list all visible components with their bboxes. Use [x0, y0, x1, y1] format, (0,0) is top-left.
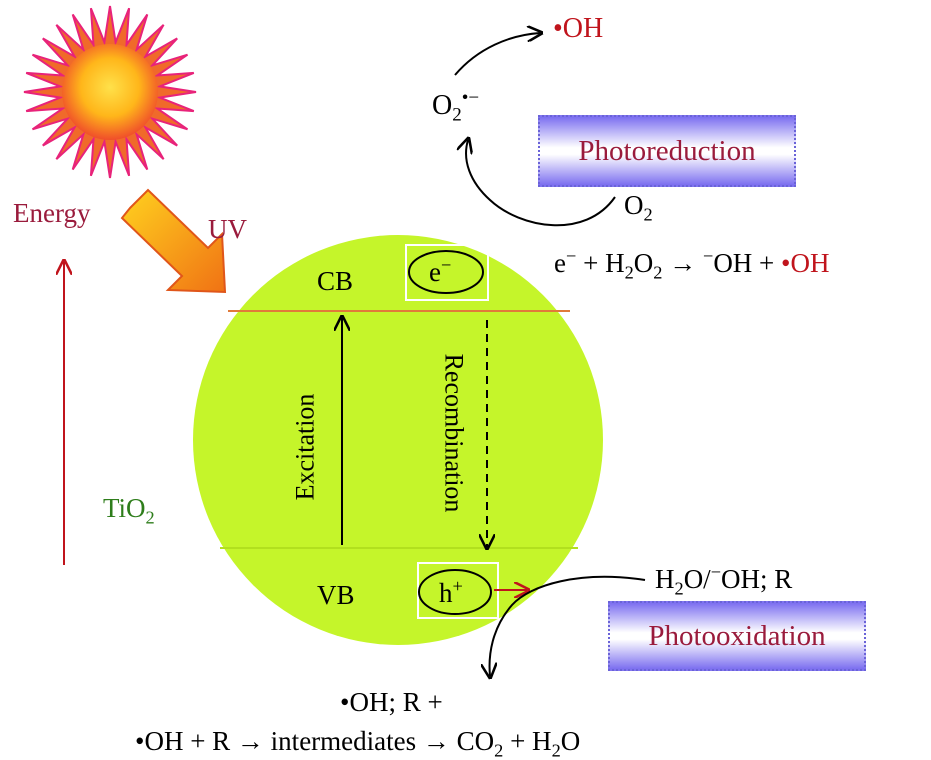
cb-label: CB	[317, 266, 354, 296]
uv-arrow-icon	[120, 188, 227, 294]
superoxide-to-oh-arrow	[454, 33, 540, 76]
hole-label: h+	[439, 576, 463, 608]
water-species-label: H2O/−OH; R	[655, 562, 793, 599]
recombination-label: Recombination	[439, 353, 469, 513]
o2-to-superoxide-arrow	[466, 140, 616, 227]
vb-label: VB	[317, 580, 355, 610]
electron-label: e−	[429, 255, 452, 287]
reduction-equation: e− + H2O2 → −OH + •OH	[554, 246, 830, 283]
oxidation-curved-arrow	[490, 575, 646, 676]
sun-icon	[23, 5, 197, 179]
electron-ellipse	[408, 250, 484, 294]
oxidation-line2: •OH + R → intermediates → CO2 + H2O	[135, 726, 581, 760]
energy-label: Energy	[13, 198, 91, 228]
hole-ellipse	[418, 569, 492, 615]
tio2-particle	[193, 235, 603, 645]
photoreduction-box: Photoreduction	[538, 115, 796, 187]
tio2-label: TiO2	[103, 493, 155, 528]
oxidation-line1: •OH; R +	[340, 687, 443, 717]
uv-label: UV	[208, 214, 247, 244]
photooxidation-box: Photooxidation	[608, 601, 866, 671]
electron-frame	[405, 244, 489, 301]
o2-label: O2	[624, 190, 653, 225]
superoxide-label: O2•−	[432, 87, 480, 126]
excitation-label: Excitation	[290, 393, 320, 501]
oh-radical-top: •OH	[553, 13, 604, 44]
